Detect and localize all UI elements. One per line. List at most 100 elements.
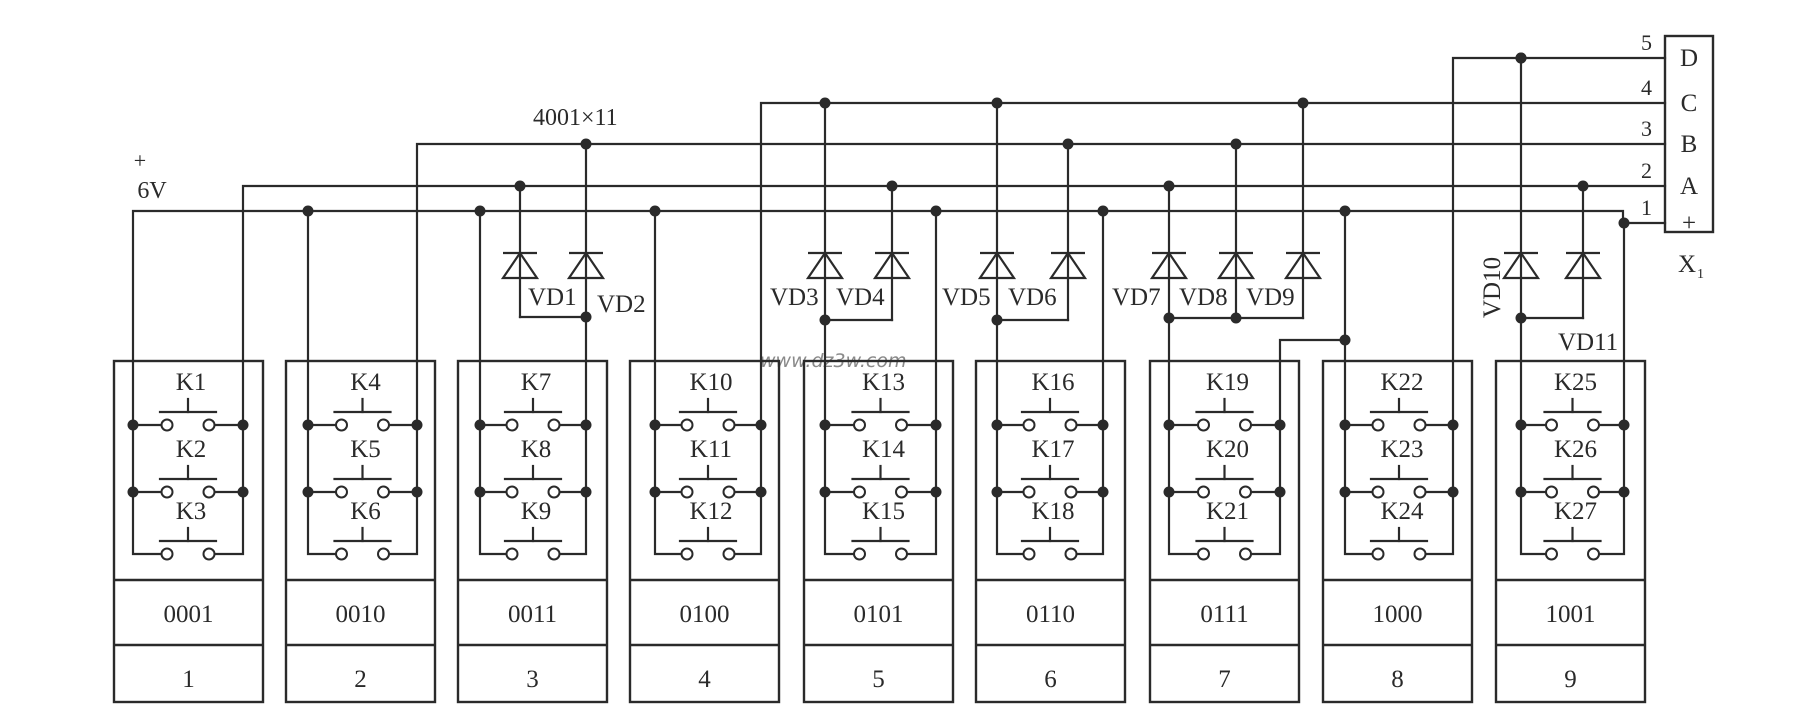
junction-dot: [127, 419, 139, 431]
diode-label: VD4: [836, 284, 885, 311]
switch-contact: [680, 418, 694, 432]
junction-dot: [886, 180, 898, 192]
switch-label: K4: [350, 369, 381, 396]
junction-dot: [1274, 419, 1286, 431]
switch-label: K6: [350, 498, 381, 525]
diode-triangle: [1149, 251, 1189, 280]
switch-contact: [1064, 547, 1078, 561]
junction-dot: [302, 486, 314, 498]
switch-contact: [1371, 418, 1385, 432]
module-frame: [628, 359, 781, 704]
connector-pin-signal: D: [1680, 45, 1698, 72]
junction-dot: [1097, 419, 1109, 431]
junction-dot: [755, 419, 767, 431]
junction-dot: [819, 314, 831, 326]
switch-label: K24: [1380, 498, 1424, 525]
switch-contact: [160, 418, 174, 432]
junction-dot: [930, 205, 942, 217]
junction-dot: [1339, 419, 1351, 431]
switch-contact: [1239, 485, 1252, 499]
switch-contact: [377, 418, 390, 432]
bus-b: [415, 142, 1667, 363]
connector-pin-number: 5: [1641, 30, 1652, 55]
diode: VD1: [500, 251, 577, 311]
junction-dot: [1339, 205, 1351, 217]
module-number: 9: [1564, 666, 1577, 693]
switch-label: K20: [1206, 436, 1249, 463]
switch-contact: [680, 485, 694, 499]
connector-pin-number: 3: [1641, 116, 1652, 141]
junction-dot: [1097, 205, 1109, 217]
switch-contact: [1413, 485, 1427, 499]
junction-dot: [1163, 312, 1175, 324]
switch-contact: [505, 418, 519, 432]
switch-contact: [1197, 418, 1210, 432]
junction-dot: [991, 419, 1003, 431]
junction-dot: [580, 311, 592, 323]
switch-contact: [1022, 485, 1036, 499]
diode: VD2: [566, 251, 646, 318]
switch-label: K22: [1380, 369, 1423, 396]
switch-contact: [1545, 547, 1558, 561]
switch-contact: [505, 547, 519, 561]
diode-label: VD1: [528, 284, 577, 311]
junction-dot: [474, 419, 486, 431]
switch-contact: [335, 485, 348, 499]
switch-contact: [1022, 547, 1036, 561]
junction-dot: [580, 419, 592, 431]
module-code: 0101: [854, 601, 904, 628]
switch-contact: [895, 485, 908, 499]
module-code: 0001: [164, 601, 214, 628]
switch-label: K3: [176, 498, 207, 525]
diode-triangle: [872, 251, 912, 280]
connector-pin-number: 4: [1641, 75, 1652, 100]
module7-jog: [1278, 338, 1347, 363]
module-frame: [974, 359, 1127, 704]
switch-rail-right: [1249, 359, 1282, 556]
switch-contact: [335, 547, 348, 561]
switch-contact: [202, 485, 216, 499]
junction-dot: [580, 486, 592, 498]
module-number: 1: [182, 666, 195, 693]
switch-contact: [160, 485, 174, 499]
switch-contact: [1239, 418, 1252, 432]
junction-dot: [819, 419, 831, 431]
bus-c: [759, 101, 1667, 363]
switch-label: K23: [1380, 436, 1423, 463]
key-modules: 00011K1K2K300102K4K5K600113K7K8K901004K1…: [112, 359, 1647, 704]
switch-contact: [895, 547, 908, 561]
junction-dot: [649, 205, 661, 217]
junction-dot: [991, 314, 1003, 326]
connector-pin-signal: +: [1682, 210, 1696, 237]
junction-dot: [1618, 486, 1630, 498]
junction-dot: [302, 419, 314, 431]
switch-label: K13: [862, 369, 905, 396]
junction-dot: [930, 486, 942, 498]
switch-contact: [1371, 485, 1385, 499]
diode-triangle: [1048, 251, 1088, 280]
diode-label: VD6: [1008, 284, 1057, 311]
connector-pin-number: 2: [1641, 158, 1652, 183]
switch-rail-left: [995, 359, 1026, 556]
diode-triangle: [977, 251, 1017, 280]
junction-dot: [1163, 180, 1175, 192]
switch-contact: [1064, 485, 1078, 499]
switch-label: K2: [176, 436, 207, 463]
switch-contact: [1587, 418, 1600, 432]
junction-dot: [580, 138, 592, 150]
module-code: 0010: [336, 601, 386, 628]
switch-contact: [1545, 485, 1558, 499]
switch-label: K12: [689, 498, 732, 525]
switch-rail-right: [905, 359, 938, 556]
connector-name: X: [1678, 251, 1696, 278]
junction-dot: [1577, 180, 1589, 192]
module-code: 0110: [1026, 601, 1075, 628]
diode-triangle: [1283, 251, 1323, 280]
switch-label: K25: [1554, 369, 1597, 396]
diode: VD5: [942, 251, 1017, 311]
switch-contact: [722, 485, 736, 499]
